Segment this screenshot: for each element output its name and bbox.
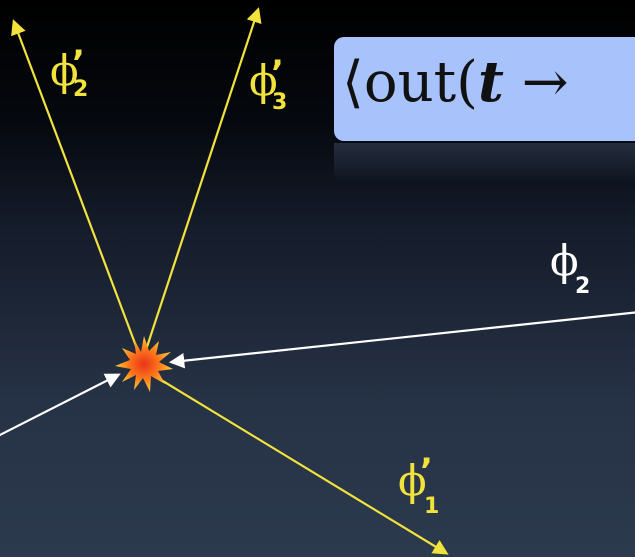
formula-variable: t: [477, 49, 504, 115]
phi1-prime-label: ϕ ’ 1: [398, 454, 458, 524]
outgoing-line-phi2-prime: [11, 19, 144, 363]
phi2-prime-label: ϕ ’ 2: [50, 46, 110, 110]
formula-arrow: →: [503, 50, 569, 115]
out-state-formula: ⟨out(t →: [342, 49, 569, 115]
phi3-prime-symbol: ϕ: [249, 56, 278, 105]
phi2-prime-symbol: ϕ: [50, 46, 79, 95]
formula-reflection: [334, 143, 635, 183]
phi1-prime-mark: ’: [420, 451, 433, 491]
phi3-prime-mark: ’: [271, 53, 284, 93]
phi3-prime-subscript: 3: [272, 90, 288, 115]
incoming-line-phi2: [168, 311, 635, 369]
formula-open: ⟨out(: [342, 50, 478, 115]
phi2-label: ϕ 2: [550, 240, 610, 304]
phi1-prime-subscript: 1: [424, 494, 440, 519]
phi1-prime-symbol: ϕ: [398, 456, 427, 505]
incoming-line-phi1: [0, 373, 121, 437]
phi2-symbol: ϕ: [550, 236, 579, 285]
collision-burst-icon: [115, 336, 173, 392]
formula-box: ⟨out(t →: [334, 37, 635, 141]
outgoing-line-phi3-prime: [140, 7, 262, 363]
phi3-prime-label: ϕ ’ 3: [249, 56, 309, 124]
phi2-subscript: 2: [575, 274, 591, 299]
phi2-prime-mark: ’: [72, 43, 85, 83]
outgoing-line-phi1-prime: [147, 371, 449, 555]
phi2-prime-subscript: 2: [73, 77, 89, 102]
